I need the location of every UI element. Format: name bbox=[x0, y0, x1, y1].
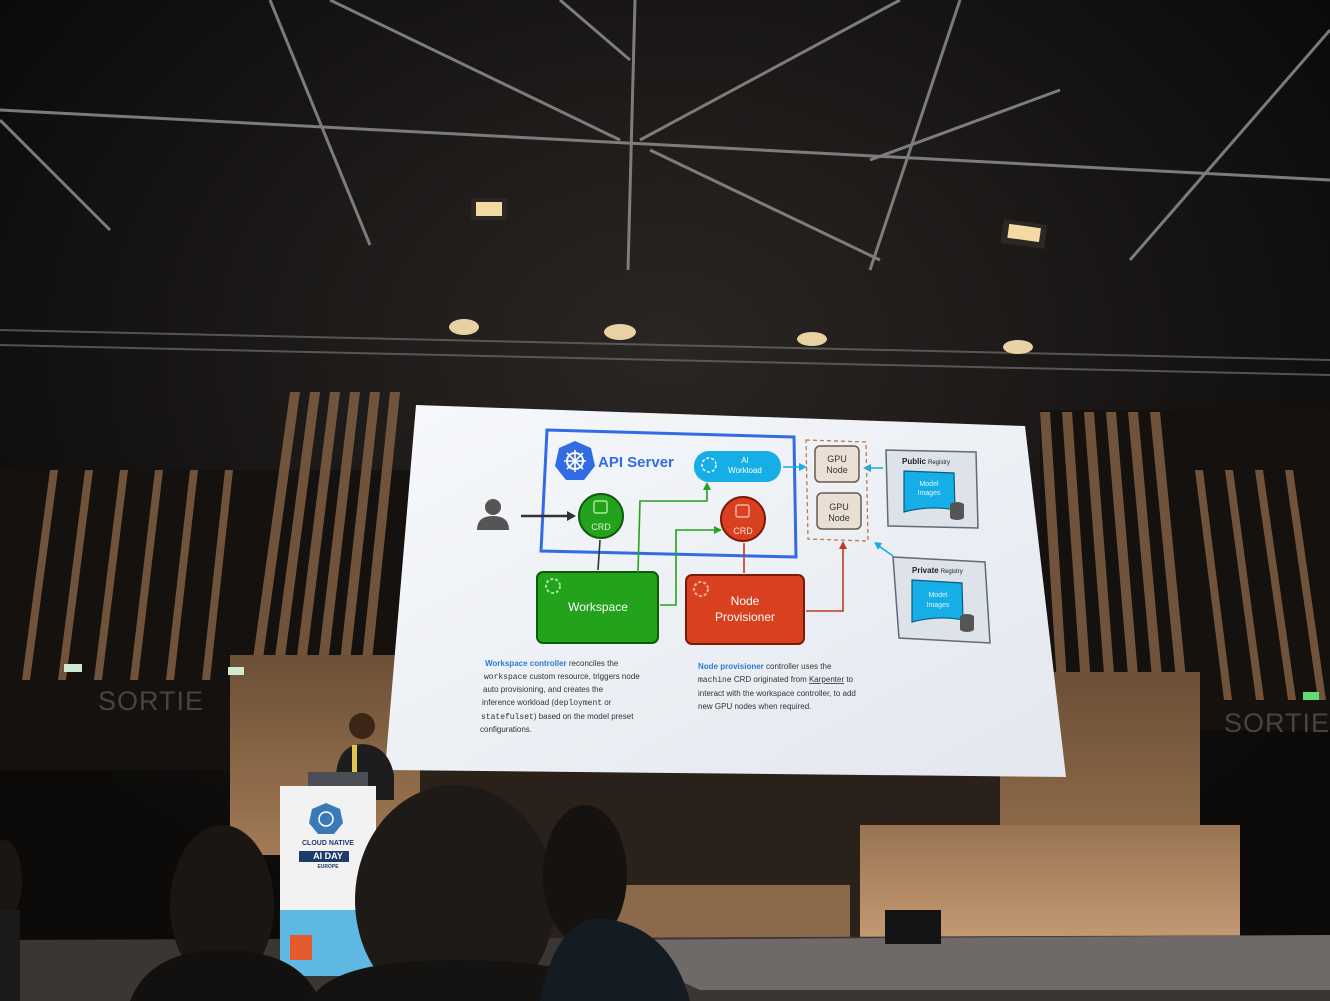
gpu-node-1 bbox=[814, 445, 860, 483]
node-provisioner-caption: Node provisioner controller uses the mac… bbox=[698, 662, 856, 711]
workspace-box bbox=[536, 571, 659, 644]
kubernetes-icon bbox=[555, 441, 595, 480]
svg-text:statefulset) based on the mode: statefulset) based on the model preset bbox=[481, 712, 634, 722]
podium-line1: CLOUD NATIVE bbox=[302, 840, 354, 847]
workspace-caption: Workspace controller reconciles the work… bbox=[480, 659, 640, 734]
ai-workload-line2: Workload bbox=[728, 466, 762, 475]
gpu-node-2-line2: Node bbox=[828, 513, 850, 523]
gpu-node-1-line2: Node bbox=[826, 465, 848, 475]
gear-icon bbox=[693, 581, 709, 597]
ceiling-truss bbox=[0, 0, 1330, 271]
crd-circle-green bbox=[578, 493, 624, 539]
audience bbox=[0, 785, 690, 1001]
svg-text:new GPU nodes when required.: new GPU nodes when required. bbox=[698, 702, 811, 711]
ceiling-lights bbox=[449, 198, 1048, 354]
api-server-box bbox=[539, 428, 798, 559]
gpu-node-2 bbox=[816, 492, 862, 530]
exit-light-left bbox=[64, 664, 82, 672]
node-provisioner-box bbox=[685, 574, 805, 645]
ai-workload-pill bbox=[694, 451, 781, 482]
brain-logo-icon bbox=[309, 803, 343, 834]
public-model-images-line2: Images bbox=[918, 490, 941, 497]
gpu-node-group bbox=[805, 439, 869, 542]
svg-text:machine CRD originated from Ka: machine CRD originated from Karpenter to bbox=[698, 675, 854, 685]
node-provisioner-line2: Provisioner bbox=[715, 610, 775, 624]
svg-text:inference workload (deployment: inference workload (deployment or bbox=[482, 698, 612, 708]
public-model-images-line1: Model bbox=[919, 481, 939, 488]
svg-text:workspace custom resource, tri: workspace custom resource, triggers node bbox=[484, 672, 640, 682]
gpu-node-2-line1: GPU bbox=[829, 502, 849, 512]
podium-line2: AI DAY bbox=[313, 851, 343, 861]
database-icon bbox=[950, 502, 964, 520]
puzzle-icon bbox=[735, 504, 750, 518]
crd-circle-red bbox=[720, 496, 766, 542]
private-model-images-line1: Model bbox=[928, 592, 948, 599]
svg-text:Node provisioner controller us: Node provisioner controller uses the bbox=[698, 662, 832, 671]
exit-sign-right: SORTIE bbox=[1223, 708, 1330, 738]
puzzle-icon bbox=[593, 500, 608, 514]
exit-light-right bbox=[1303, 692, 1319, 700]
workload-icon bbox=[701, 457, 717, 473]
workspace-label: Workspace bbox=[568, 600, 628, 614]
gear-icon bbox=[545, 578, 561, 594]
exit-sign-left: SORTIE bbox=[98, 686, 205, 716]
svg-text:interact with the workspace co: interact with the workspace controller, … bbox=[698, 689, 856, 698]
svg-text:Workspace controller reconcile: Workspace controller reconciles the bbox=[485, 659, 619, 668]
private-model-images-line2: Images bbox=[927, 602, 950, 609]
podium-line3: EUROPE bbox=[317, 864, 339, 870]
user-icon bbox=[477, 499, 509, 530]
node-provisioner-line1: Node bbox=[731, 594, 760, 608]
api-server-title: API Server bbox=[598, 454, 674, 471]
svg-text:configurations.: configurations. bbox=[480, 725, 532, 734]
ai-workload-line1: AI bbox=[741, 456, 749, 465]
crd-label-red: CRD bbox=[733, 526, 753, 536]
svg-text:auto provisioning, and creates: auto provisioning, and creates the bbox=[483, 685, 604, 694]
crd-label-green: CRD bbox=[591, 522, 611, 532]
floor-speaker bbox=[885, 910, 941, 944]
database-icon bbox=[960, 614, 974, 632]
podium bbox=[280, 786, 376, 976]
gpu-node-1-line1: GPU bbox=[827, 454, 847, 464]
